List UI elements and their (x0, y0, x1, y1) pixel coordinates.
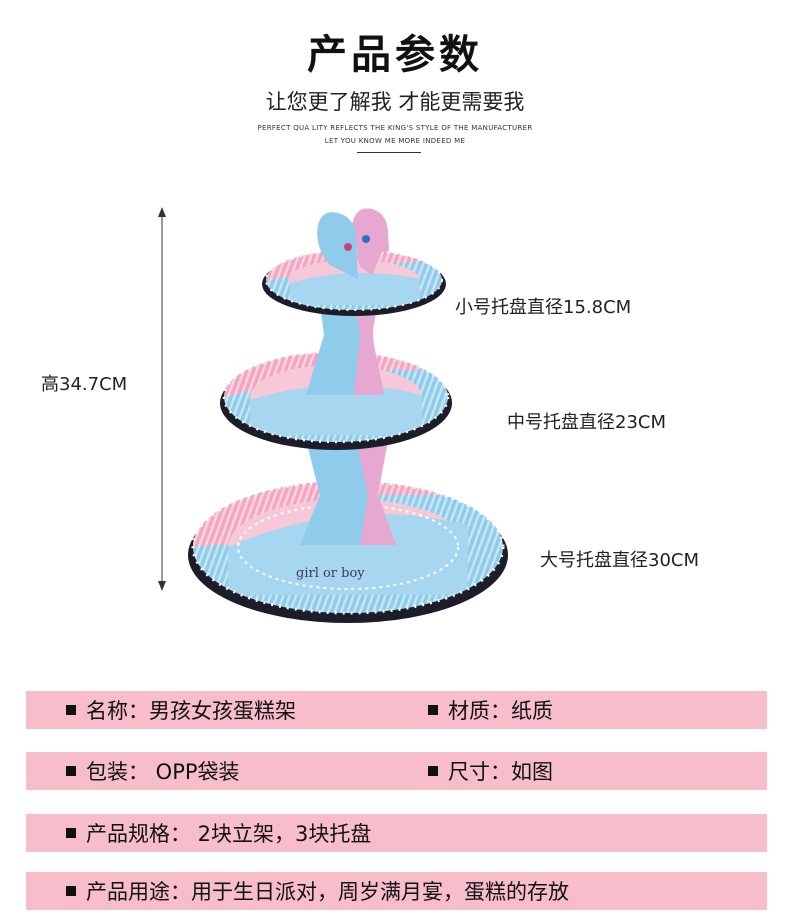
tray-print-text: girl or boy (296, 566, 365, 581)
bullet-square-icon (66, 705, 76, 715)
spec-row-name-material: 名称：男孩女孩蛋糕架 材质：纸质 (26, 691, 767, 729)
height-dimension-line (158, 207, 166, 591)
page-subtitle: 让您更了解我 才能更需要我 (265, 90, 525, 114)
small-tray-label: 小号托盘直径15.8CM (455, 297, 632, 318)
spec-material: 材质：纸质 (428, 691, 553, 729)
bullet-square-icon (428, 766, 438, 776)
spec-row-spec: 产品规格： 2块立架，3块托盘 (26, 814, 767, 852)
cake-stand-image: girl or boy (158, 207, 508, 623)
bullet-square-icon (66, 886, 76, 896)
spec-usage: 产品用途：用于生日派对，周岁满月宴，蛋糕的存放 (66, 872, 569, 910)
bullet-square-icon (428, 705, 438, 715)
spec-size: 尺寸：如图 (428, 752, 553, 790)
bullet-square-icon (66, 766, 76, 776)
spec-row-usage: 产品用途：用于生日派对，周岁满月宴，蛋糕的存放 (26, 872, 767, 910)
bullet-square-icon (66, 828, 76, 838)
medium-tray-label: 中号托盘直径23CM (507, 412, 667, 433)
height-label: 高34.7CM (41, 374, 128, 395)
page-title: 产品参数 (307, 32, 483, 78)
large-tray-label: 大号托盘直径30CM (540, 550, 700, 571)
heart-topper (317, 208, 388, 279)
title-underline (357, 152, 421, 153)
spec-spec: 产品规格： 2块立架，3块托盘 (66, 814, 371, 852)
spec-name: 名称：男孩女孩蛋糕架 (66, 691, 296, 729)
spec-row-packaging-size: 包装： OPP袋装 尺寸：如图 (26, 752, 767, 790)
english-tagline-2: LET YOU KNOW ME MORE INDEED ME (324, 137, 466, 145)
spec-packaging: 包装： OPP袋装 (66, 752, 240, 790)
english-tagline-1: PERFECT QUA LITY REFLECTS THE KING'S STY… (257, 124, 533, 132)
